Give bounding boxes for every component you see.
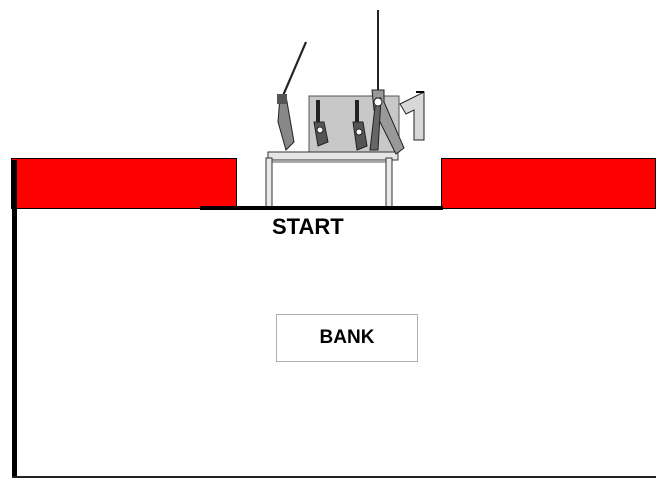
start-label: START [272, 214, 344, 239]
bank-box: BANK [276, 314, 418, 362]
start-table [265, 151, 399, 209]
right-barrier-wall [441, 158, 656, 209]
start-line [200, 206, 443, 210]
gun-table-props [265, 10, 425, 209]
pistol-icon [352, 100, 368, 151]
bank-label: BANK [319, 327, 375, 348]
pistol-icon [313, 100, 329, 147]
left-boundary-line [12, 160, 17, 478]
long-gun-icon [277, 41, 308, 151]
left-barrier-wall [11, 158, 237, 209]
rifle-icon [369, 10, 405, 155]
bottom-boundary-line [12, 476, 656, 478]
